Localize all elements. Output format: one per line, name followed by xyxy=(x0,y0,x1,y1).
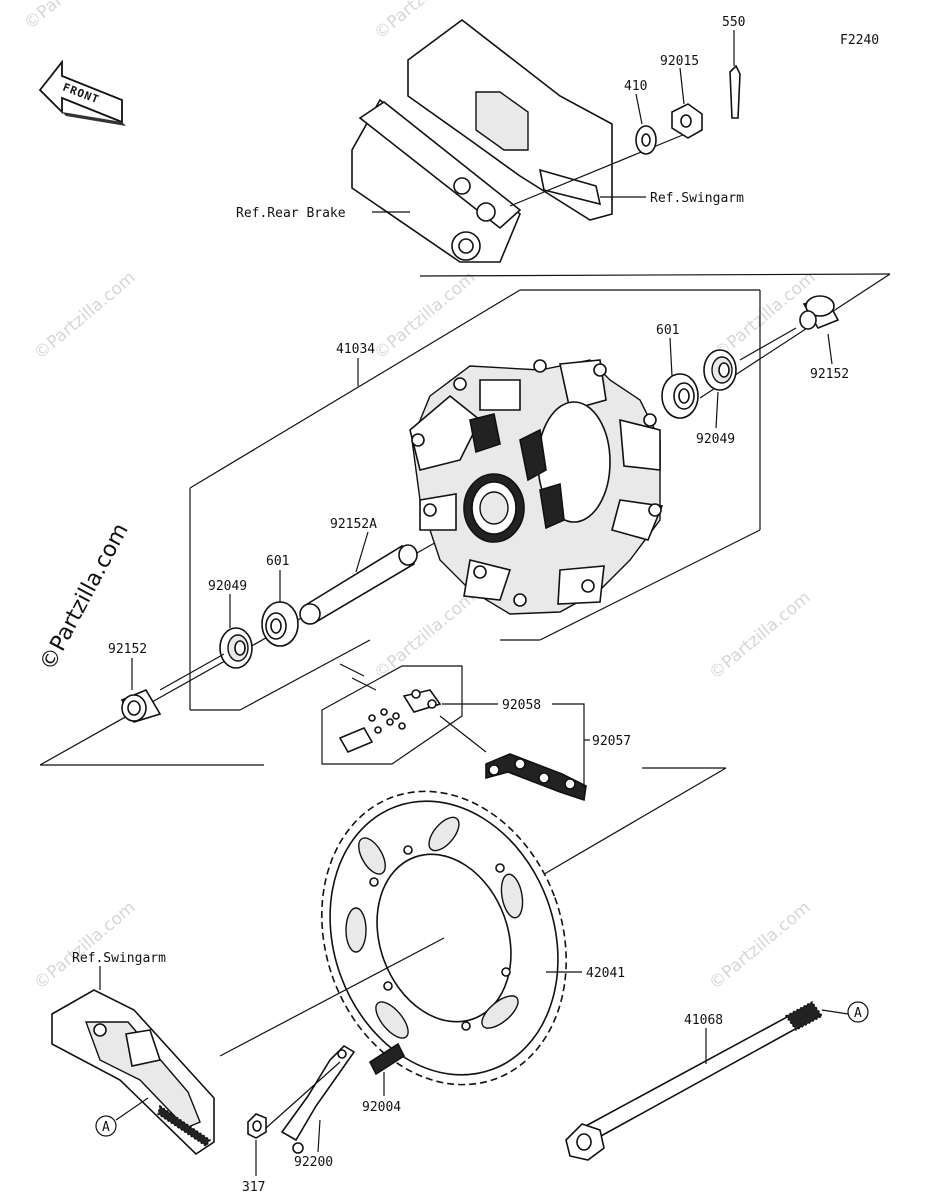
part-550-cotter-pin xyxy=(729,64,741,119)
part-317-nut xyxy=(247,1113,267,1139)
part-92152-left-collar xyxy=(120,688,162,723)
part-41068-axle xyxy=(565,1000,824,1161)
label-92004: 92004 xyxy=(362,1100,401,1115)
ref-rear-brake: Ref.Rear Brake xyxy=(236,206,346,221)
part-92049-left-seal xyxy=(219,627,253,669)
label-317: 317 xyxy=(242,1180,265,1195)
swingarm-bottom-drawing xyxy=(51,989,215,1156)
part-92058-master-link xyxy=(338,689,442,754)
label-92015: 92015 xyxy=(660,54,699,69)
watermark-8: ©Partzilla.com xyxy=(30,898,139,994)
label-41068: 41068 xyxy=(684,1013,723,1028)
watermark-4: ©Partzilla.com xyxy=(370,268,479,364)
part-92200-guard xyxy=(280,1044,356,1154)
label-410: 410 xyxy=(624,79,647,94)
label-41034: 41034 xyxy=(336,342,375,357)
part-41034-hub xyxy=(409,359,664,615)
label-92058: 92058 xyxy=(502,698,541,713)
label-92049-right: 92049 xyxy=(696,432,735,447)
ref-swingarm-bottom: Ref.Swingarm xyxy=(72,951,166,966)
label-92057: 92057 xyxy=(592,734,631,749)
watermark-3: ©Partzilla.com xyxy=(30,268,139,364)
label-550: 550 xyxy=(722,15,745,30)
label-92152-right: 92152 xyxy=(810,367,849,382)
callout-a-left-text: A xyxy=(102,1120,110,1135)
part-92152A-spacer xyxy=(299,544,418,625)
swingarm-top-drawing xyxy=(351,18,891,277)
part-92004-stud xyxy=(368,1042,406,1076)
watermark-6: ©Partzilla.com xyxy=(370,588,479,684)
label-92200: 92200 xyxy=(294,1155,333,1170)
label-601-left: 601 xyxy=(266,554,289,569)
part-92015-nut xyxy=(671,103,703,139)
part-92152-right-collar xyxy=(799,295,840,330)
watermark-1: ©Partzilla.com xyxy=(20,0,129,34)
chain-frame xyxy=(321,663,463,765)
callout-a-right-text: A xyxy=(854,1006,862,1021)
watermark-7: ©Partzilla.com xyxy=(705,588,814,684)
axis-top xyxy=(509,131,691,207)
axis-sprocket xyxy=(219,937,445,1057)
part-92057-chain xyxy=(439,715,587,802)
label-601-right: 601 xyxy=(656,323,679,338)
label-42041: 42041 xyxy=(586,966,625,981)
axis-left xyxy=(159,653,225,691)
front-arrow: FRONT xyxy=(38,59,126,126)
part-601-left-bearing xyxy=(261,601,299,647)
callout-a-left: A xyxy=(95,1097,149,1137)
watermark-10: ©Partzilla.com xyxy=(705,898,814,994)
part-601-right-bearing xyxy=(661,373,699,419)
part-410-washer xyxy=(635,125,657,155)
label-92152A: 92152A xyxy=(330,517,377,532)
ref-swingarm-top: Ref.Swingarm xyxy=(650,191,744,206)
label-92049-left: 92049 xyxy=(208,579,247,594)
diagram-code: F2240 xyxy=(840,33,879,48)
label-92152-left: 92152 xyxy=(108,642,147,657)
callout-a-right: A xyxy=(847,1001,869,1023)
axis-right xyxy=(739,327,797,361)
part-92049-right-seal xyxy=(703,349,737,391)
